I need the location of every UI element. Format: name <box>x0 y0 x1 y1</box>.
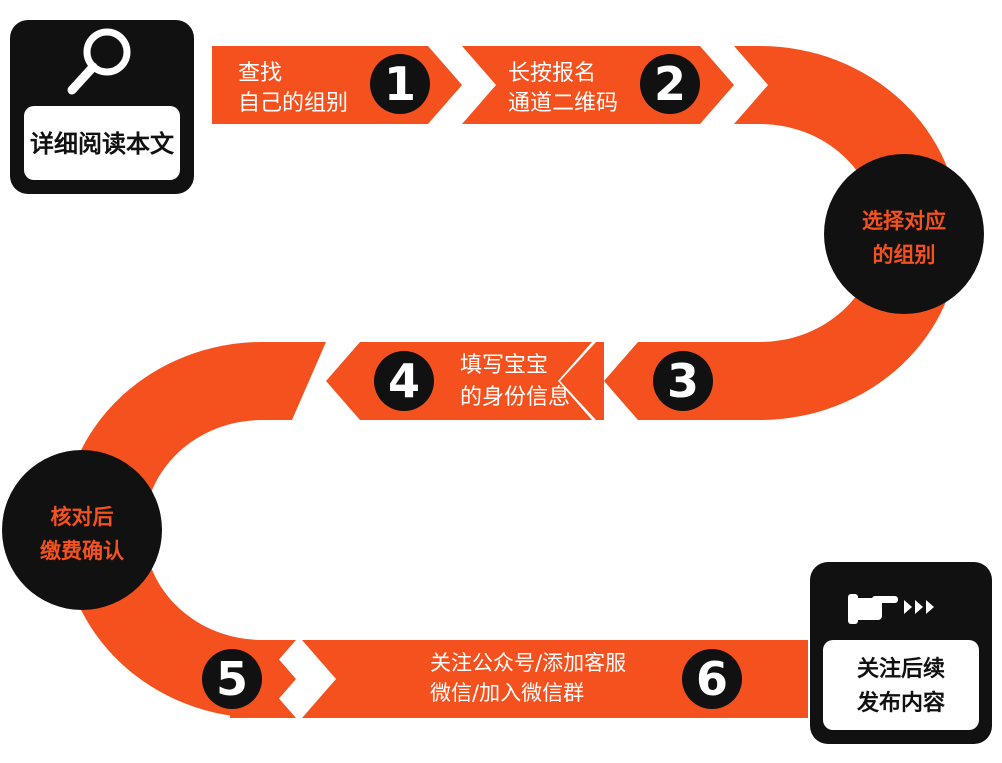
step-6-number: 6 <box>696 652 728 706</box>
step-2-badge <box>640 54 700 114</box>
step-3-badge <box>653 351 713 411</box>
path-segment-6 <box>302 640 808 718</box>
start-card-label: 详细阅读本文 <box>30 130 175 158</box>
step-2-line1: 长按报名 <box>508 61 596 86</box>
step-5-disc <box>2 450 162 610</box>
step-1-badge <box>370 54 430 114</box>
step-6: 关注公众号/添加客服 微信/加入微信群 6 <box>430 649 742 709</box>
step-5-line2: 缴费确认 <box>40 539 124 563</box>
step-4-line1: 填写宝宝 <box>460 353 548 378</box>
start-card: 详细阅读本文 <box>10 20 194 194</box>
step-1-line1: 查找 <box>238 61 282 86</box>
step-6-badge <box>682 649 742 709</box>
step-1-number: 1 <box>384 57 416 111</box>
step-5-line1: 核对后 <box>51 505 114 529</box>
step-5-number: 5 <box>216 652 248 706</box>
path-curve-left <box>62 342 327 718</box>
step-3-disc <box>824 154 984 314</box>
step-3-line2: 的组别 <box>873 243 936 267</box>
step-4: 4 填写宝宝 的身份信息 <box>374 351 570 411</box>
end-card-line2: 发布内容 <box>856 690 945 716</box>
step-4-badge <box>374 351 434 411</box>
step-2-line2: 通道二维码 <box>508 91 618 116</box>
step-6-line2: 微信/加入微信群 <box>430 681 584 705</box>
step-3: 选择对应 的组别 3 <box>653 154 984 411</box>
magnifier-icon <box>67 28 131 95</box>
step-2: 长按报名 通道二维码 2 <box>508 54 700 116</box>
path-segment-4 <box>560 342 604 420</box>
end-card-line1: 关注后续 <box>857 656 945 682</box>
step-3-number: 3 <box>667 354 699 408</box>
path-curve-right <box>604 46 960 420</box>
step-3-line1: 选择对应 <box>862 209 946 233</box>
step-6-line1: 关注公众号/添加客服 <box>430 651 626 675</box>
step-4-line2: 的身份信息 <box>460 385 570 410</box>
step-1-line2: 自己的组别 <box>238 91 348 116</box>
step-5-badge <box>202 649 262 709</box>
step-1: 查找 自己的组别 1 <box>238 54 430 116</box>
step-4-number: 4 <box>388 354 420 408</box>
end-card: 关注后续 发布内容 <box>810 562 992 744</box>
pointing-hand-icon <box>848 594 934 624</box>
step-5: 核对后 缴费确认 5 <box>2 450 262 709</box>
step-2-number: 2 <box>654 57 686 111</box>
